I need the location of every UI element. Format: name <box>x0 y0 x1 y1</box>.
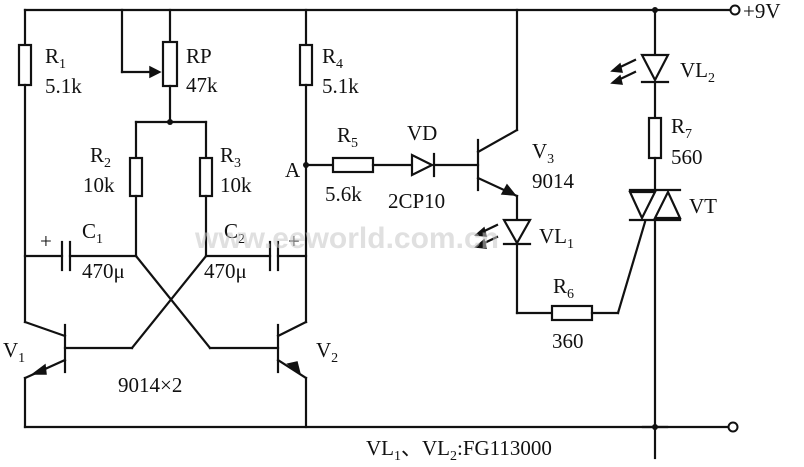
svg-text:R5: R5 <box>337 123 358 151</box>
v3-emitter-arrow <box>500 183 517 196</box>
svg-text:R4: R4 <box>322 44 343 72</box>
transistor-v3: V3 9014 <box>476 8 575 220</box>
bottom-rail <box>23 421 739 433</box>
led-vl2: VL2 <box>610 8 715 120</box>
transistor-v1: V1 <box>3 320 67 429</box>
vd-ref: VD <box>407 121 437 145</box>
c2-plus: + <box>288 229 300 253</box>
svg-text:R1: R1 <box>45 44 66 72</box>
svg-text:R7: R7 <box>671 114 692 142</box>
capacitor-c1: + C1 470μ <box>23 219 138 283</box>
svg-text:R2: R2 <box>90 143 111 171</box>
watermark: www.eeworld.com.cn <box>194 222 499 255</box>
vt-ref: VT <box>689 194 717 218</box>
v2-emitter-arrow <box>286 361 302 377</box>
junction-dot <box>167 119 173 125</box>
r4-value: 5.1k <box>322 74 359 98</box>
potentiometer-rp: RP 47k <box>120 8 218 124</box>
svg-text:VL2: VL2 <box>680 58 715 86</box>
svg-text:VL1: VL1 <box>539 224 574 252</box>
svg-text:C2: C2 <box>224 219 245 247</box>
r2-r3-branch: R2 10k R3 10k <box>83 120 252 258</box>
junction-dot <box>303 162 309 168</box>
cross-coupling <box>63 254 280 350</box>
v3-value: 9014 <box>532 169 575 193</box>
node-a-label: A <box>285 158 301 182</box>
r7-value: 560 <box>671 145 703 169</box>
r6-value: 360 <box>552 329 584 353</box>
c1-plus: + <box>40 229 52 253</box>
wiper-arrow <box>149 65 162 79</box>
junction-dot <box>652 7 658 13</box>
diode-vd: VD 2CP10 <box>388 121 480 213</box>
svg-text:V3: V3 <box>532 139 554 167</box>
c2-value: 470μ <box>204 259 247 283</box>
r3-value: 10k <box>220 173 252 197</box>
ground-terminal <box>727 421 739 433</box>
supply-label: +9V <box>743 0 781 23</box>
resistor-r6: R6 360 <box>515 220 647 353</box>
resistor-r1: R1 5.1k <box>17 8 82 324</box>
resistor-r7: R7 560 <box>647 114 703 192</box>
resistor-r5: R5 5.6k <box>304 123 414 206</box>
capacitor-c2: + C2 470μ <box>204 219 308 283</box>
rp-ref: RP <box>186 44 212 68</box>
c1-value: 470μ <box>82 259 125 283</box>
svg-text:V1: V1 <box>3 338 25 366</box>
r1-value: 5.1k <box>45 74 82 98</box>
transistor-note: 9014×2 <box>118 373 182 397</box>
supply-terminal <box>729 4 741 16</box>
junction-dot <box>652 424 658 430</box>
r5-value: 5.6k <box>325 182 362 206</box>
led-part-note: VL1、VL2:FG113000 <box>366 436 552 464</box>
svg-text:R6: R6 <box>553 274 574 302</box>
v1-emitter-arrow <box>30 363 47 375</box>
r2-value: 10k <box>83 173 115 197</box>
triac-vt: VT <box>628 188 717 429</box>
vd-value: 2CP10 <box>388 189 445 213</box>
rp-value: 47k <box>186 73 218 97</box>
led-vl1: VL1 <box>474 218 574 315</box>
top-rail: +9V <box>23 0 781 23</box>
transistor-v2: V2 <box>276 320 338 429</box>
svg-text:C1: C1 <box>82 219 103 247</box>
resistor-r4: R4 5.1k <box>298 8 359 324</box>
svg-text:R3: R3 <box>220 143 241 171</box>
svg-text:V2: V2 <box>316 338 338 366</box>
